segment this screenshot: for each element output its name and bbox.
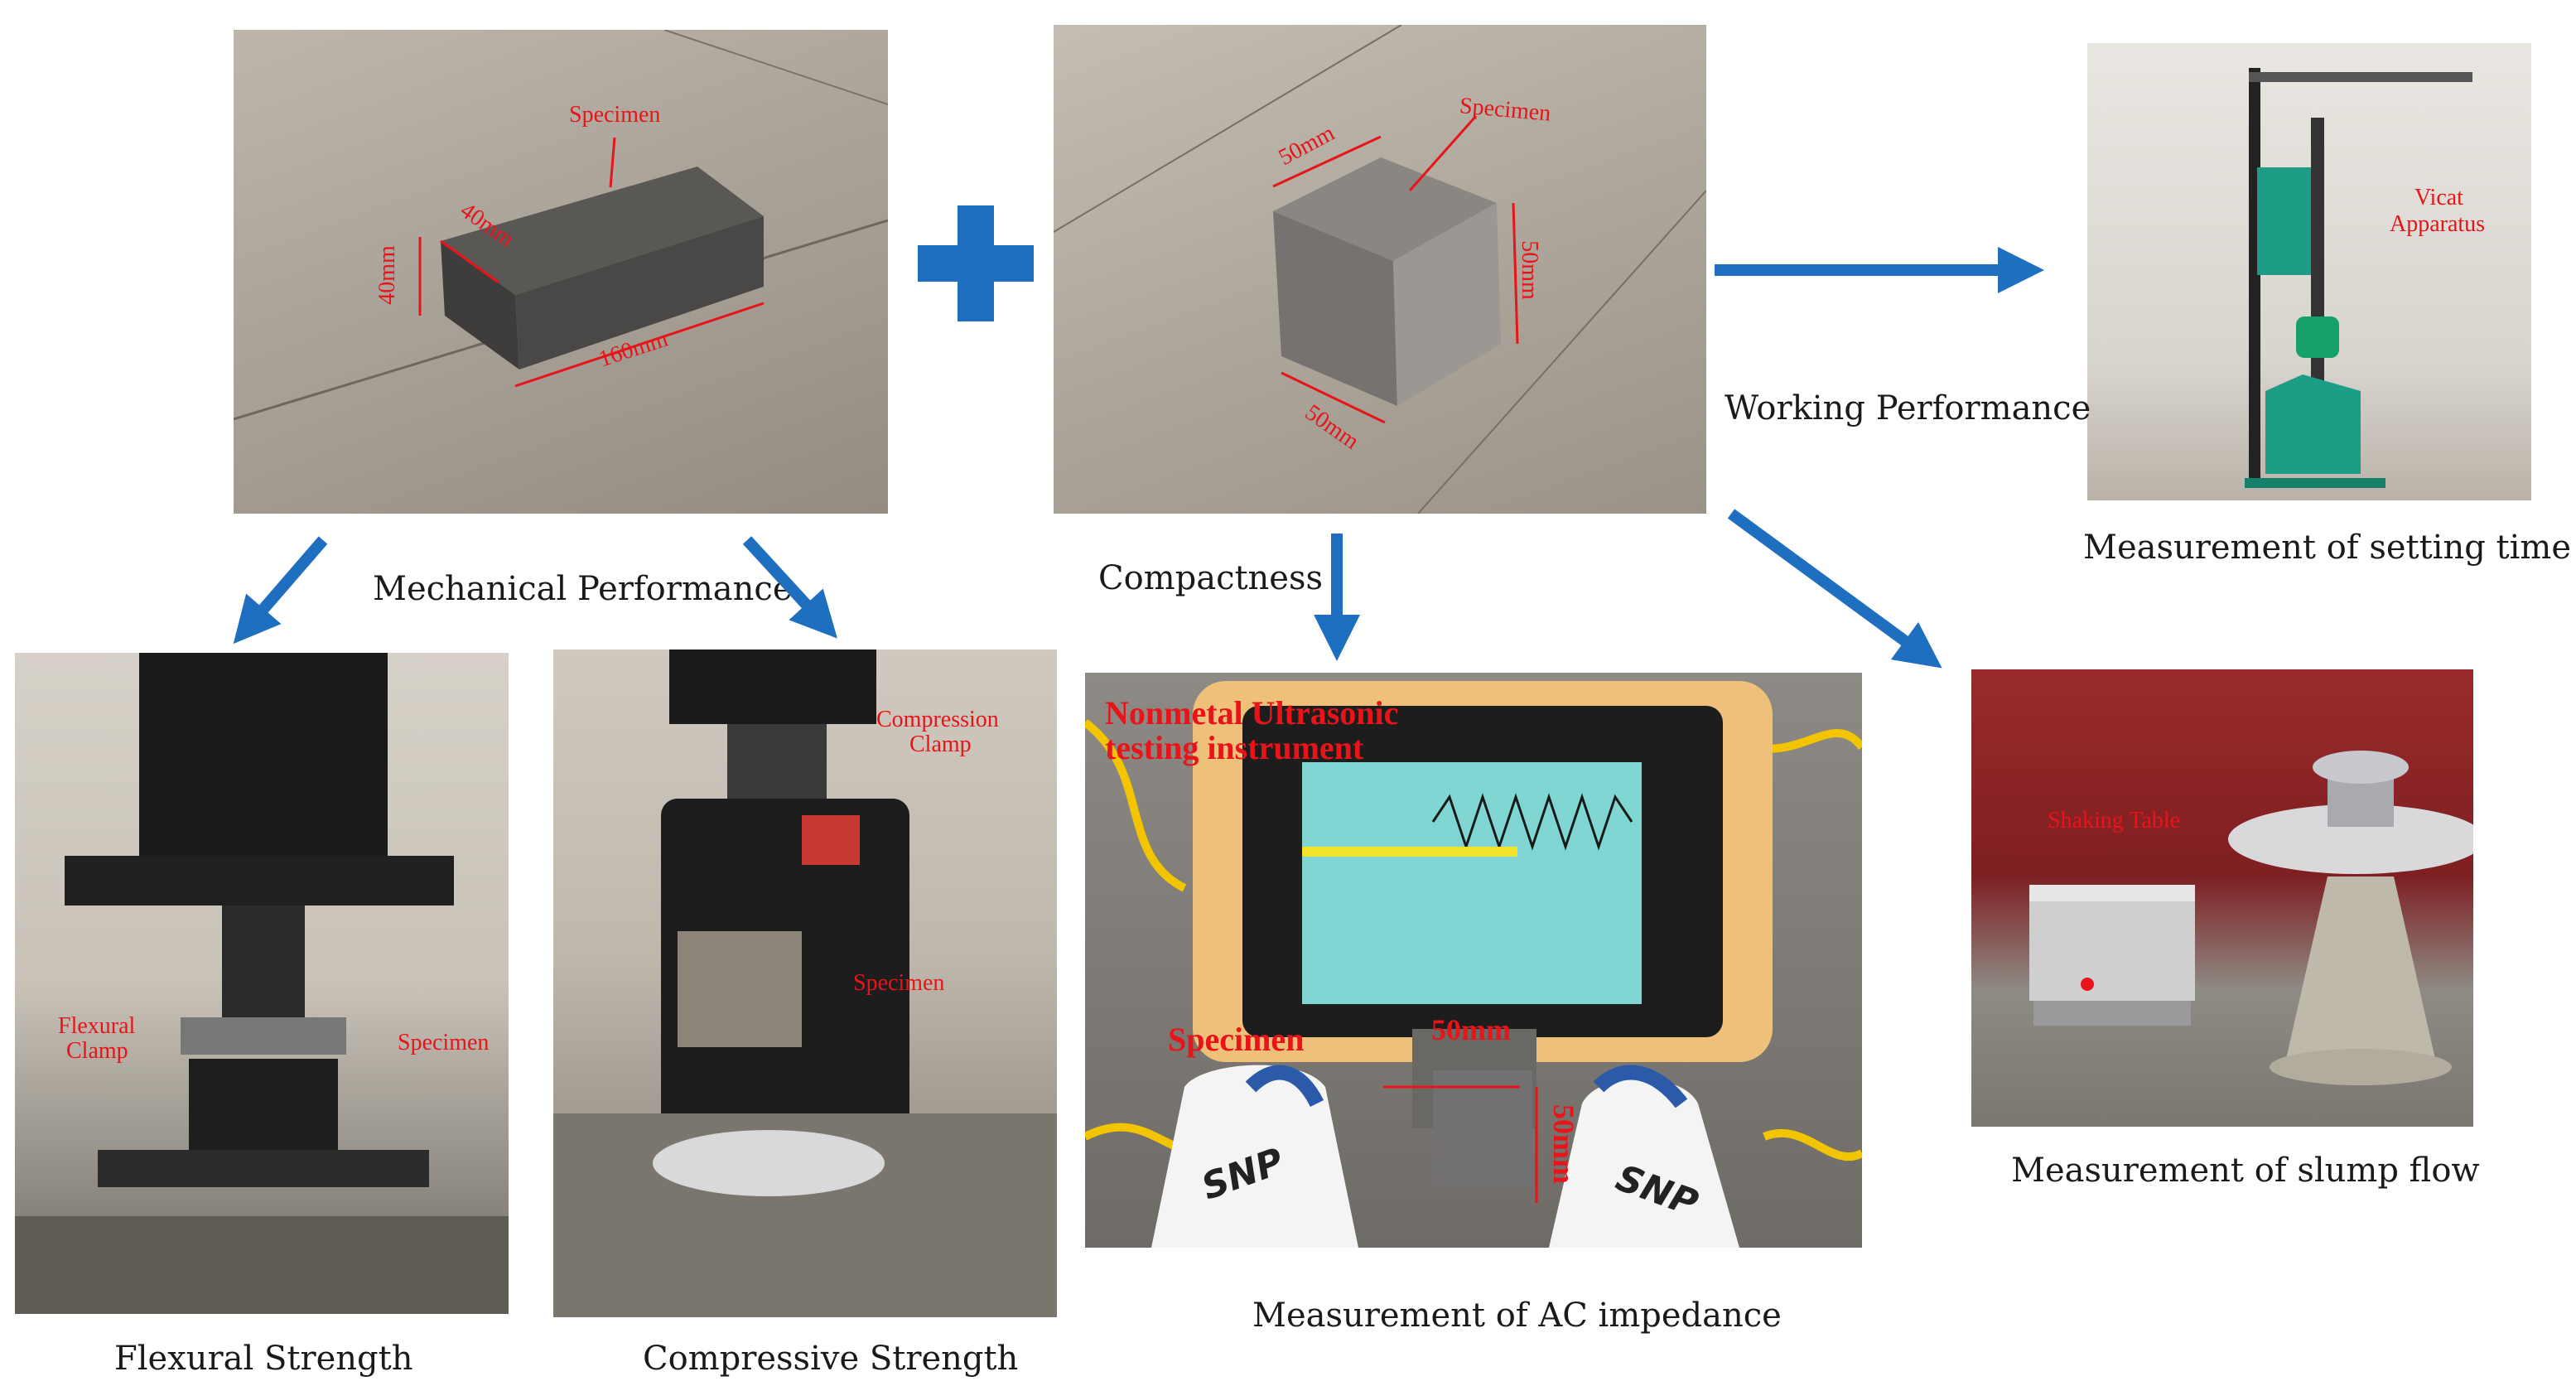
caption-slump-flow: Measurement of slump flow <box>2011 1152 2480 1190</box>
photo-ac-impedance: Nonmetal Ultrasonic testing instrument S… <box>1085 673 1862 1248</box>
caption-compressive-strength: Compressive Strength <box>643 1340 1019 1378</box>
cube-dim-side: 50mm <box>1516 240 1542 300</box>
flexural-specimen-label: Specimen <box>398 1030 490 1055</box>
photo-flexural-strength: Flexural Clamp Specimen <box>15 653 509 1314</box>
prism-specimen-label: Specimen <box>569 102 661 128</box>
caption-setting-time: Measurement of setting time <box>2083 529 2572 567</box>
label-mechanical-performance: Mechanical Performance <box>373 570 793 608</box>
photo-compressive-strength: Compression Clamp Specimen <box>553 650 1057 1317</box>
ac-instrument-label-line2: testing instrument <box>1105 729 1364 766</box>
ac-instrument-illustration <box>1085 681 1862 1248</box>
cube-illustration <box>1054 25 1706 514</box>
compressive-specimen-label: Specimen <box>853 970 945 996</box>
arrow-to-slump-flow <box>1727 509 1942 669</box>
flexural-illustration <box>15 653 509 1314</box>
ac-dim-side: 50mm <box>1546 1104 1580 1184</box>
slump-shaking-table-label: Shaking Table <box>2048 808 2181 833</box>
ac-specimen-label: Specimen <box>1168 1021 1305 1058</box>
compressive-illustration <box>553 650 1057 1317</box>
compression-clamp-label-line2: Clamp <box>909 732 972 757</box>
compression-clamp-label-line1: Compression <box>876 707 999 732</box>
photo-vicat-apparatus: Vicat Apparatus <box>2087 43 2531 500</box>
arrow-to-flexural <box>233 536 328 645</box>
prism-dim-height: 40mm <box>374 245 400 305</box>
flexural-clamp-label-line1: Flexural <box>58 1013 136 1039</box>
ac-instrument-label-line1: Nonmetal Ultrasonic <box>1105 694 1399 732</box>
photo-prism-specimen: Specimen 40mm 40mm 160mm <box>234 30 888 514</box>
vicat-illustration <box>2245 68 2472 488</box>
photo-cube-specimen: Specimen 50mm 50mm 50mm <box>1054 25 1706 514</box>
vicat-label-line1: Vicat <box>2414 185 2463 210</box>
label-working-performance: Working Performance <box>1725 389 2091 427</box>
ac-dim-top: 50mm <box>1431 1013 1511 1046</box>
vicat-label-line2: Apparatus <box>2390 211 2486 237</box>
caption-ac-impedance: Measurement of AC impedance <box>1252 1297 1782 1335</box>
prism-illustration <box>234 30 888 421</box>
caption-flexural-strength: Flexural Strength <box>114 1340 413 1378</box>
label-compactness: Compactness <box>1098 559 1324 597</box>
slump-illustration <box>2029 751 2473 1085</box>
photo-slump-flow: Shaking Table <box>1971 669 2473 1127</box>
flexural-clamp-label-line2: Clamp <box>66 1038 128 1064</box>
plus-icon <box>918 205 1034 321</box>
